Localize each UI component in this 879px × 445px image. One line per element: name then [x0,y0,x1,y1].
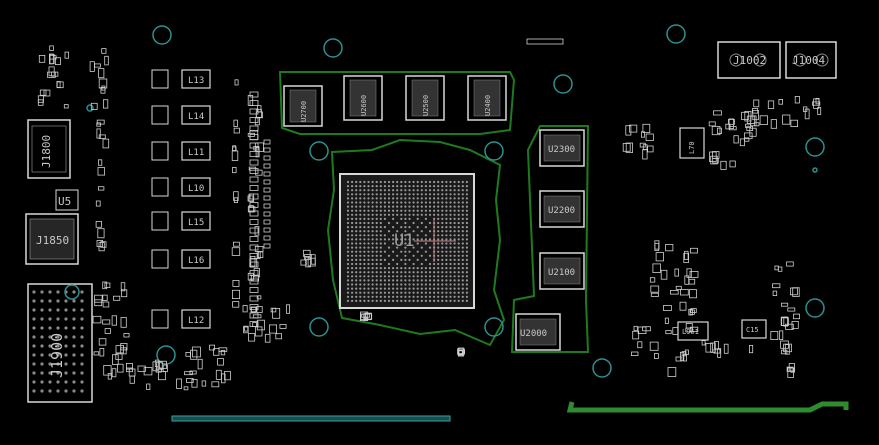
connector-j1002: J1002 [717,41,781,79]
label-c15: C15 [746,326,759,334]
j1900-pin-grid [32,290,84,393]
label-u5: U5 [58,195,71,208]
label-j1002: J1002 [733,54,766,67]
gpu-ball-grid [346,180,468,302]
connector-j1900: J1900 [27,283,93,403]
mosfet-column [151,69,169,329]
label-j1004: J1004 [792,54,825,67]
label-u2000: U2000 [520,329,547,339]
memory-chip-u2500: U2500 [405,75,445,121]
label-l11: L11 [188,148,204,158]
connector-j1004: J1004 [785,41,837,79]
memory-top-outline [278,71,516,135]
memory-chip-u2100: U2100 [539,252,585,290]
label-u2500: U2500 [422,95,430,116]
label-u2400: U2400 [484,95,492,116]
label-u1: U1 [394,231,414,251]
top-header [526,38,564,45]
memory-chip-u2000: U2000 [515,313,561,351]
inductor-l70: L70 [679,127,705,159]
memory-chip-u2300: U2300 [539,129,585,167]
memory-chip-u2700: U2700 [283,85,323,127]
inductor-l961: L961 [677,321,709,341]
memory-chip-u2400: U2400 [467,75,507,121]
smd-components [37,45,822,391]
label-l15: L15 [188,218,204,228]
label-j1850: J1850 [36,234,69,247]
label-u2600: U2600 [360,95,368,116]
label-l70: L70 [688,141,696,154]
gpu-outline [326,138,506,347]
connector-j1800: J1800 [27,119,71,179]
memory-chip-u2200: U2200 [539,190,585,228]
gpu-chip-u1: U1 [339,173,475,309]
chip-u5: U5 [55,189,79,211]
label-l13: L13 [188,76,204,86]
label-l14: L14 [188,112,204,122]
bottom-trace [566,401,849,413]
memory-right-outline [510,125,590,353]
label-u2100: U2100 [548,268,575,278]
label-u2700: U2700 [300,101,308,122]
label-j1800: J1800 [40,135,53,168]
inductor-l10: L10 [181,177,211,197]
capacitor-c15: C15 [741,319,767,339]
connector-j1850: J1850 [25,213,79,265]
label-l16: L16 [188,256,204,266]
label-j1900: J1900 [48,333,66,378]
inductor-l15: L15 [181,211,211,231]
label-l12: L12 [188,316,204,326]
inductor-l12: L12 [181,309,211,329]
label-l10: L10 [188,184,204,194]
inductor-l16: L16 [181,249,211,269]
memory-chip-u2600: U2600 [343,75,383,121]
label-u2300: U2300 [548,145,575,155]
label-u2200: U2200 [548,206,575,216]
pcie-edge-connector [171,415,451,422]
inductor-l13: L13 [181,69,211,89]
inductor-l14: L14 [181,105,211,125]
inductor-l11: L11 [181,141,211,161]
mounting-holes [64,24,825,378]
